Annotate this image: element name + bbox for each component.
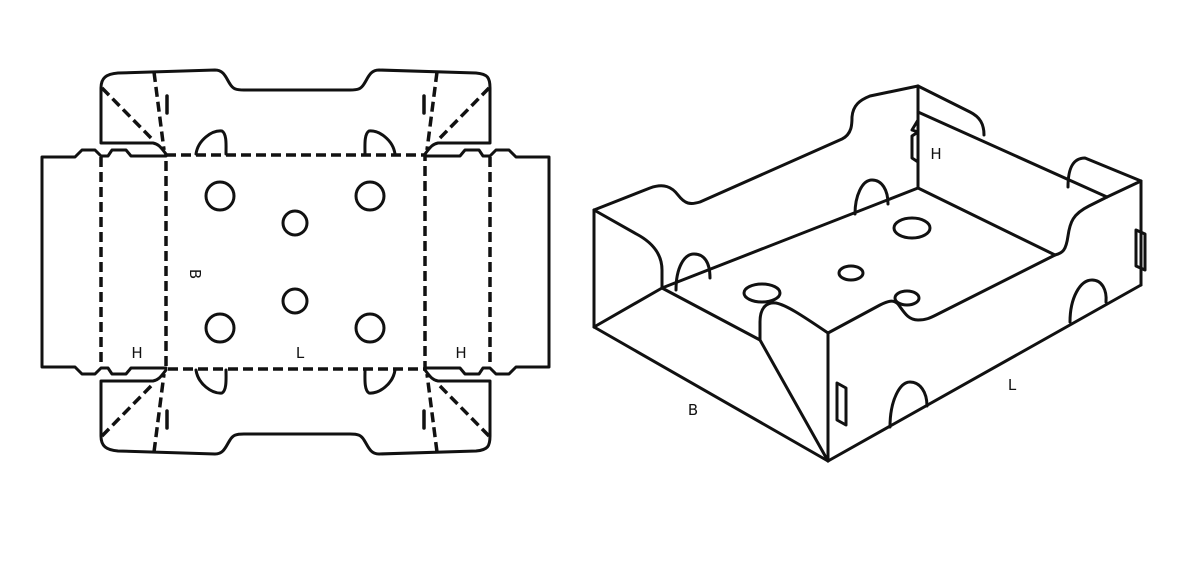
- front-left-flap-edge: [660, 286, 830, 342]
- corner-crease-tl-vertical: [152, 71, 166, 151]
- vent-hole-3: [281, 209, 309, 237]
- top-side-panel-outline: [99, 68, 492, 156]
- bottom-breadth-edge: [592, 325, 830, 463]
- flat-blank: H H L B: [40, 68, 551, 456]
- bottom-side-panel-outline: [99, 368, 492, 456]
- base-back-edge: [660, 186, 920, 290]
- vent-hole-1: [204, 180, 236, 212]
- tray-hole-1: [892, 216, 932, 240]
- corner-crease-tl-diagonal: [100, 86, 155, 142]
- vent-hole-6: [354, 312, 386, 344]
- tray-label-length: L: [1008, 376, 1017, 394]
- tray-hole-4: [893, 289, 921, 307]
- vent-hole-2: [354, 180, 386, 212]
- hand-slot-right: [1134, 228, 1147, 272]
- vent-notch-front-right: [1068, 278, 1108, 324]
- right-wall-corner-top: [1105, 179, 1143, 199]
- assembled-tray: H L B: [592, 84, 1147, 463]
- left-wall-bottom-inner: [592, 286, 664, 329]
- corner-lock-notch: [910, 112, 920, 190]
- blank-label-length: L: [296, 344, 305, 362]
- tray-hole-3: [742, 282, 782, 304]
- corner-crease-br-diagonal: [436, 382, 491, 438]
- vent-notch-bottom-left: [194, 368, 228, 395]
- vent-notch-bottom-right: [363, 368, 397, 395]
- base-crease-rectangle: [164, 153, 427, 371]
- vent-hole-5: [204, 312, 236, 344]
- corner-crease-tr-vertical: [425, 71, 439, 151]
- vent-notch-top-right: [363, 129, 397, 156]
- front-wall-top-edge: [826, 253, 1057, 335]
- left-end-panel-outline: [40, 148, 168, 376]
- corner-crease-bl-vertical: [152, 373, 166, 453]
- blank-label-height-right: H: [455, 344, 466, 362]
- vent-notch-back-left: [674, 252, 712, 292]
- vent-notch-top-left: [194, 129, 228, 156]
- vent-notch-front-left: [888, 380, 929, 429]
- back-right-wall-top-edge: [916, 84, 986, 137]
- right-wall-inner-curve: [1053, 195, 1109, 257]
- corner-crease-br-vertical: [425, 373, 439, 453]
- blank-label-height-left: H: [131, 344, 142, 362]
- corner-crease-tr-diagonal: [436, 86, 491, 142]
- right-wall-top-edge: [1066, 156, 1143, 189]
- tray-label-height: H: [930, 145, 941, 163]
- tray-hole-2: [837, 264, 865, 282]
- vent-hole-4: [281, 287, 309, 315]
- bottom-length-edge: [826, 283, 1143, 463]
- tray-label-breadth: B: [688, 401, 698, 419]
- hand-slot-front: [835, 381, 848, 427]
- front-corner-diagonal: [758, 338, 830, 463]
- back-wall-top-edge: [592, 84, 920, 212]
- left-wall-top-curve: [592, 208, 664, 290]
- right-end-panel-outline: [423, 148, 551, 376]
- inner-short-wall-top: [916, 110, 1109, 199]
- vent-notch-back-right: [853, 178, 890, 216]
- base-right-edge: [916, 186, 1057, 257]
- blank-label-breadth: B: [186, 269, 204, 279]
- corner-crease-bl-diagonal: [100, 382, 155, 438]
